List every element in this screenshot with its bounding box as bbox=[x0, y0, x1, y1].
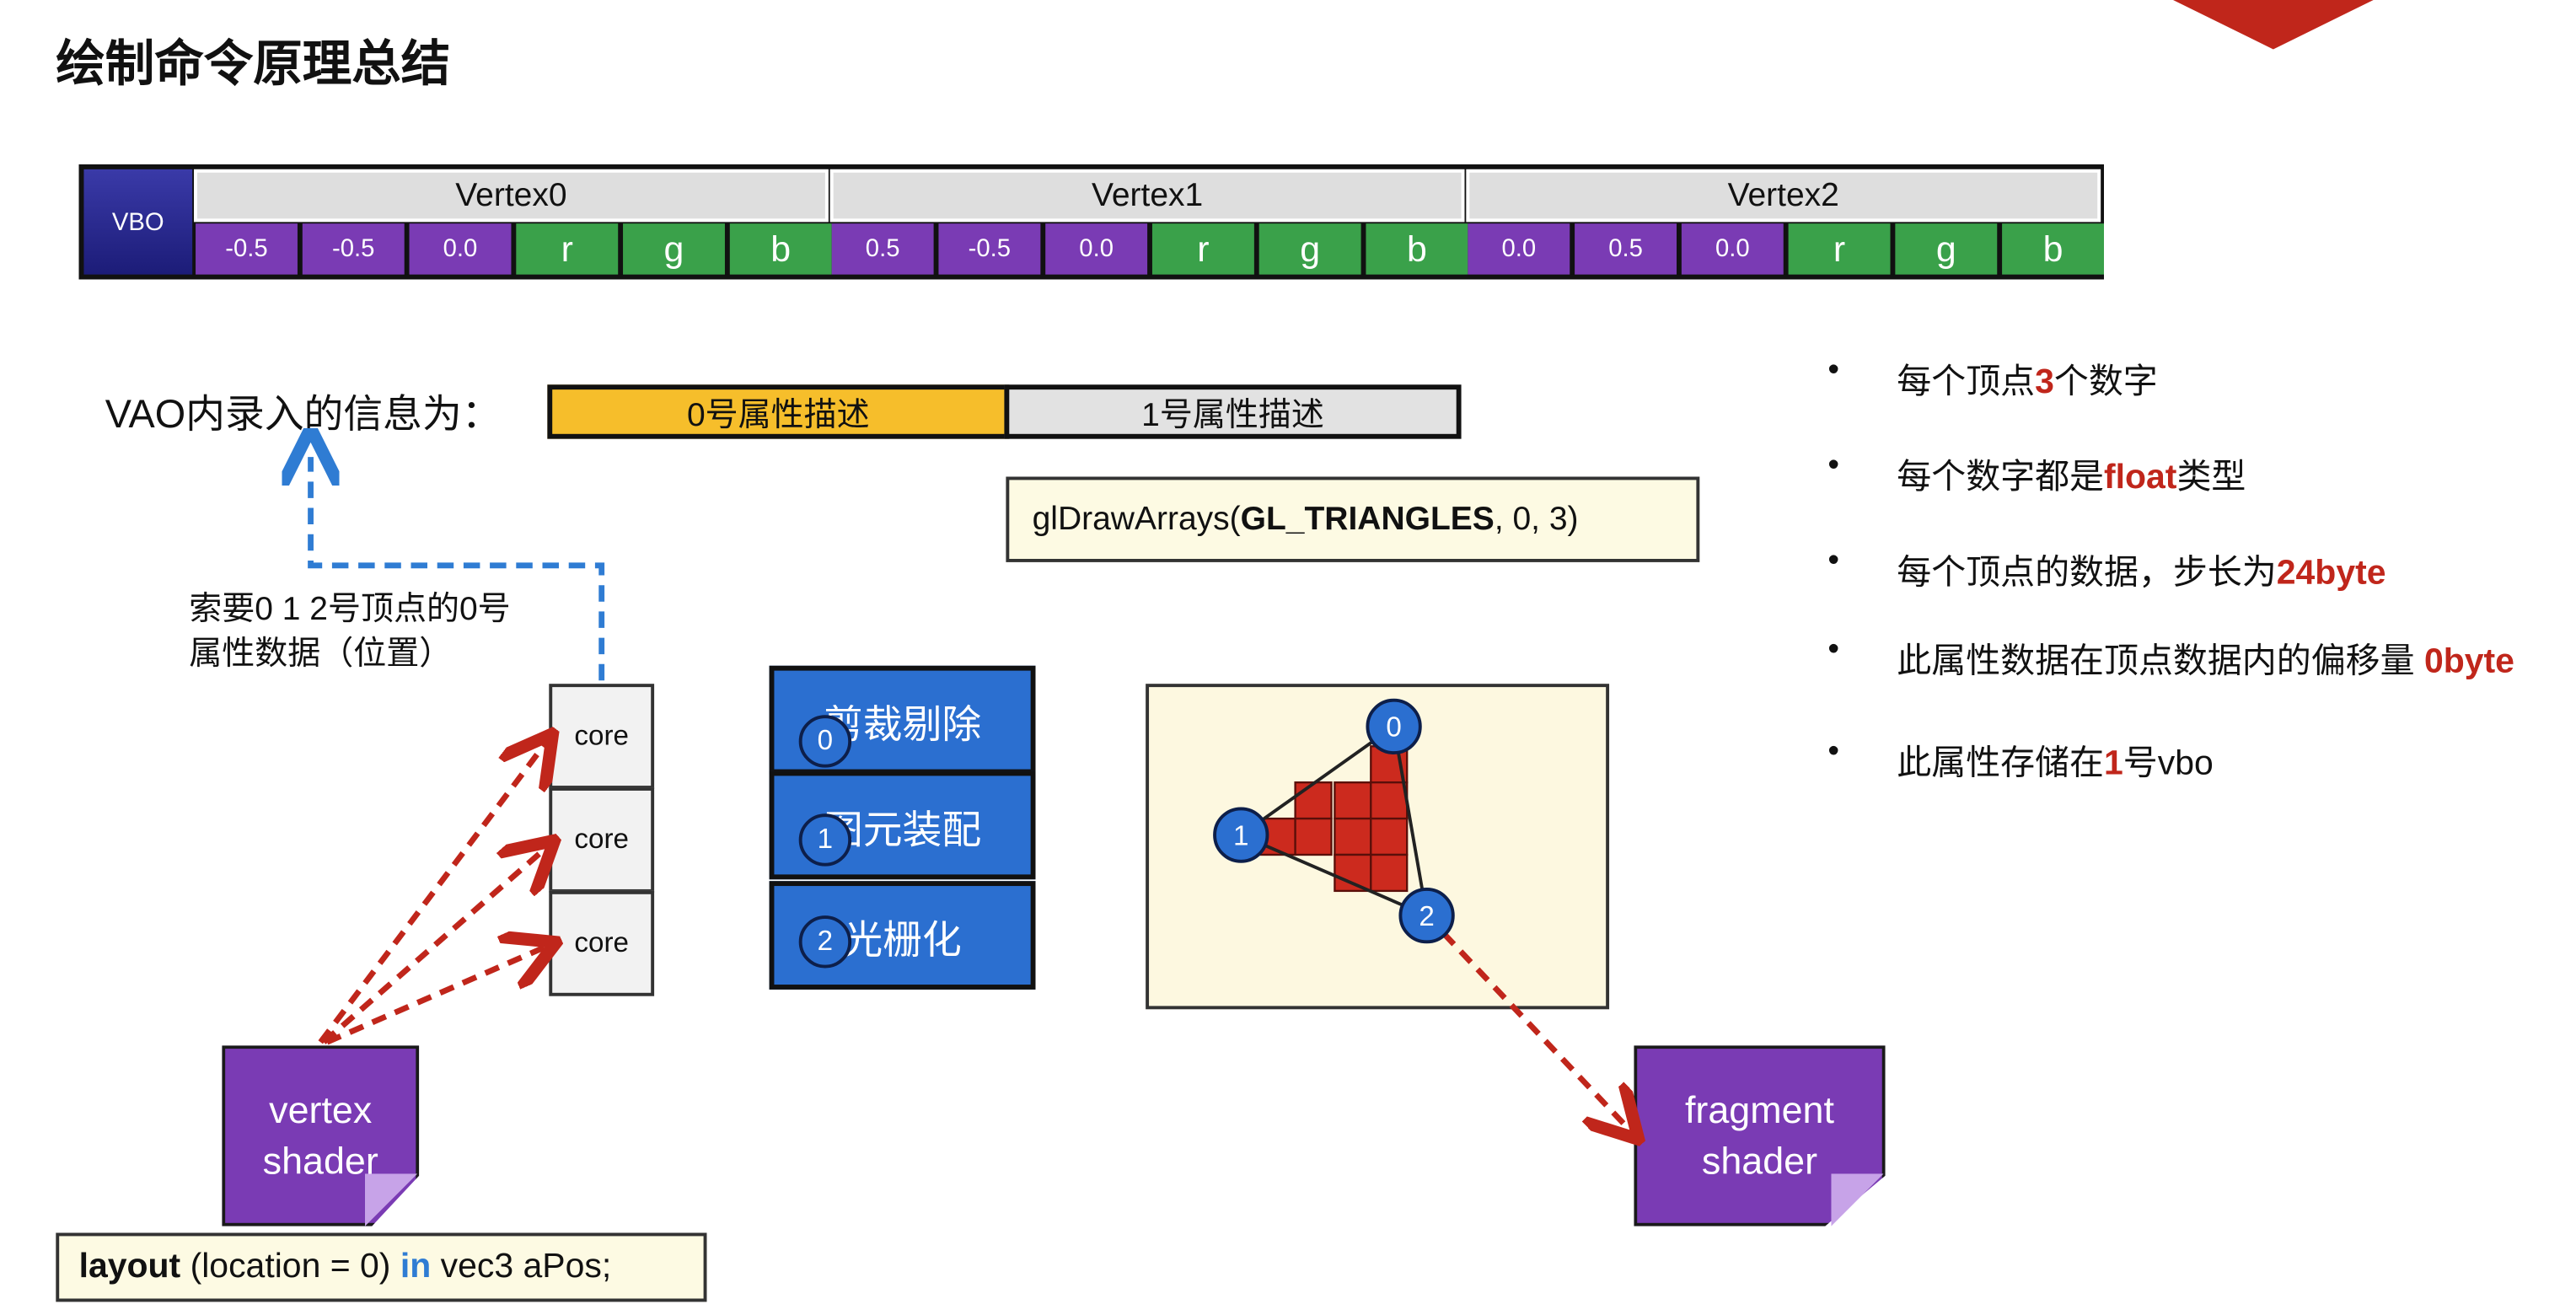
vbo-cell: -0.5 bbox=[302, 223, 405, 275]
request-note: 索要0 1 2号顶点的0号 属性数据（位置） bbox=[189, 588, 510, 677]
dispatch-arrow bbox=[325, 947, 545, 1045]
vbo-cell: g bbox=[1258, 223, 1361, 275]
page-title: 绘制命令原理总结 bbox=[56, 37, 451, 93]
layout-code: layout (location = 0) in vec3 aPos; bbox=[56, 1232, 707, 1302]
vbo-cell: b bbox=[2002, 223, 2104, 275]
triangle-outline bbox=[1240, 725, 1429, 917]
stage-number-badge: 2 bbox=[798, 915, 852, 969]
vbo-buffer: VBO Vertex0 Vertex1 Vertex2 -0.5 -0.5 0.… bbox=[78, 164, 2104, 280]
raster-vertex-badges: 0 1 2 bbox=[1213, 698, 1455, 944]
vertex-shader-line1: vertex bbox=[269, 1087, 373, 1131]
fragment-shader-line2: shader bbox=[1701, 1139, 1818, 1183]
request-note-line1: 索要0 1 2号顶点的0号 bbox=[189, 592, 511, 628]
vbo-cell: r bbox=[1788, 223, 1891, 275]
stage-number-badge: 0 bbox=[798, 715, 852, 768]
vbo-label: VBO bbox=[83, 169, 193, 275]
code-keyword-layout: layout bbox=[78, 1248, 181, 1285]
request-arrow bbox=[311, 457, 605, 681]
dispatch-arrow bbox=[321, 848, 545, 1044]
vbo-cell: b bbox=[729, 223, 832, 275]
vbo-cell: -0.5 bbox=[196, 223, 298, 275]
attr1-descriptor: 1号属性描述 bbox=[1004, 384, 1462, 439]
draw-call-box: glDrawArrays(GL_TRIANGLES, 0, 3) bbox=[1006, 476, 1700, 562]
vertex0-header: Vertex0 bbox=[194, 169, 829, 223]
raster-vertex-label: 1 bbox=[1233, 820, 1248, 851]
draw-func: glDrawArrays( bbox=[1032, 500, 1241, 537]
code-keyword-in: in bbox=[400, 1248, 432, 1285]
stage-number-badge: 1 bbox=[798, 813, 852, 867]
vbo-cell: 0.0 bbox=[409, 223, 512, 275]
fragment-shader-line1: fragment bbox=[1684, 1087, 1834, 1131]
code-location: (location = 0) bbox=[180, 1248, 400, 1285]
vbo-cell: r bbox=[1151, 223, 1254, 275]
vbo-cell: g bbox=[623, 223, 725, 275]
raster-vertex-label: 2 bbox=[1419, 901, 1434, 932]
vbo-cell: 0.0 bbox=[1045, 223, 1148, 275]
request-note-line2: 属性数据（位置） bbox=[189, 636, 453, 673]
code-tail: vec3 aPos; bbox=[431, 1248, 612, 1285]
vbo-cell: -0.5 bbox=[938, 223, 1041, 275]
raster-vertex-label: 0 bbox=[1386, 712, 1401, 743]
vbo-cell: 0.5 bbox=[831, 223, 934, 275]
vbo-cell: b bbox=[1366, 223, 1468, 275]
draw-mode: GL_TRIANGLES bbox=[1240, 500, 1495, 537]
vertex1-header: Vertex1 bbox=[829, 169, 1465, 223]
dispatch-arrow bbox=[318, 743, 545, 1044]
gpu-core: core bbox=[549, 787, 655, 893]
vbo-cell: 0.5 bbox=[1575, 223, 1677, 275]
vertex2-header: Vertex2 bbox=[1466, 169, 2101, 223]
vbo-cell: 0.0 bbox=[1468, 223, 1570, 275]
vbo-cell: g bbox=[1895, 223, 1998, 275]
vbo-cell: 0.0 bbox=[1681, 223, 1784, 275]
draw-args: , 0, 3) bbox=[1494, 500, 1579, 537]
vertex-shader-line2: shader bbox=[262, 1139, 378, 1183]
fragment-arrow bbox=[1425, 913, 1631, 1130]
vbo-cell: r bbox=[516, 223, 619, 275]
stage-label: 光栅化 bbox=[843, 918, 962, 963]
